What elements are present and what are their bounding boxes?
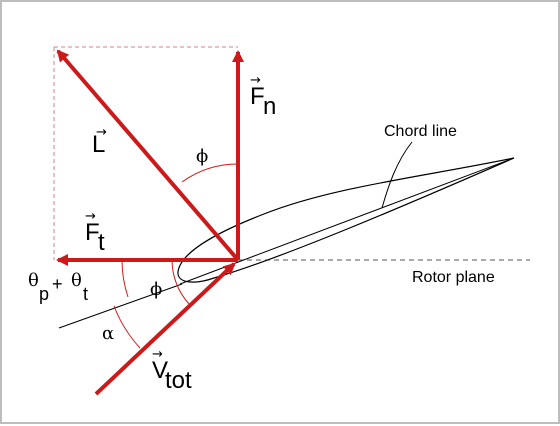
airfoil xyxy=(177,157,515,283)
pitch-twist-label: θ p + θ t xyxy=(28,270,88,304)
lift-vector xyxy=(56,49,240,262)
normal-force-label: → F n xyxy=(250,73,276,120)
svg-text:V: V xyxy=(152,357,168,384)
chord-line-leader xyxy=(381,141,413,209)
phi-upper-label: ϕ xyxy=(196,146,208,167)
phi-upper-arc xyxy=(181,163,239,183)
svg-text:θ: θ xyxy=(28,270,39,291)
svg-text:→: → xyxy=(152,347,163,362)
construction-rectangle xyxy=(53,46,238,260)
pitch-twist-arc xyxy=(121,259,129,298)
total-velocity-vector xyxy=(94,262,236,396)
svg-text:p: p xyxy=(39,284,49,304)
svg-text:→: → xyxy=(250,73,261,88)
phi-lower-label: ϕ xyxy=(150,279,162,300)
svg-text:tot: tot xyxy=(165,367,192,394)
rotor-plane-label: Rotor plane xyxy=(412,269,495,286)
svg-text:→: → xyxy=(85,209,96,224)
svg-text:+: + xyxy=(52,274,63,294)
svg-text:F: F xyxy=(250,83,265,110)
svg-text:t: t xyxy=(98,229,105,256)
svg-text:t: t xyxy=(83,284,88,304)
svg-text:L: L xyxy=(92,131,105,158)
total-velocity-label: → V tot xyxy=(152,347,192,394)
svg-text:→: → xyxy=(96,125,107,140)
tangential-force-label: → F t xyxy=(85,209,105,256)
alpha-arc xyxy=(113,305,141,349)
lift-label: → L xyxy=(92,125,107,158)
phi-lower-arc xyxy=(171,259,190,305)
alpha-label: α xyxy=(102,323,114,344)
svg-text:F: F xyxy=(85,219,100,246)
chord-line xyxy=(179,157,515,285)
svg-text:n: n xyxy=(263,93,276,120)
chord-line-extension xyxy=(58,283,183,329)
svg-text:θ: θ xyxy=(71,270,82,291)
chord-line-label: Chord line xyxy=(384,123,457,140)
